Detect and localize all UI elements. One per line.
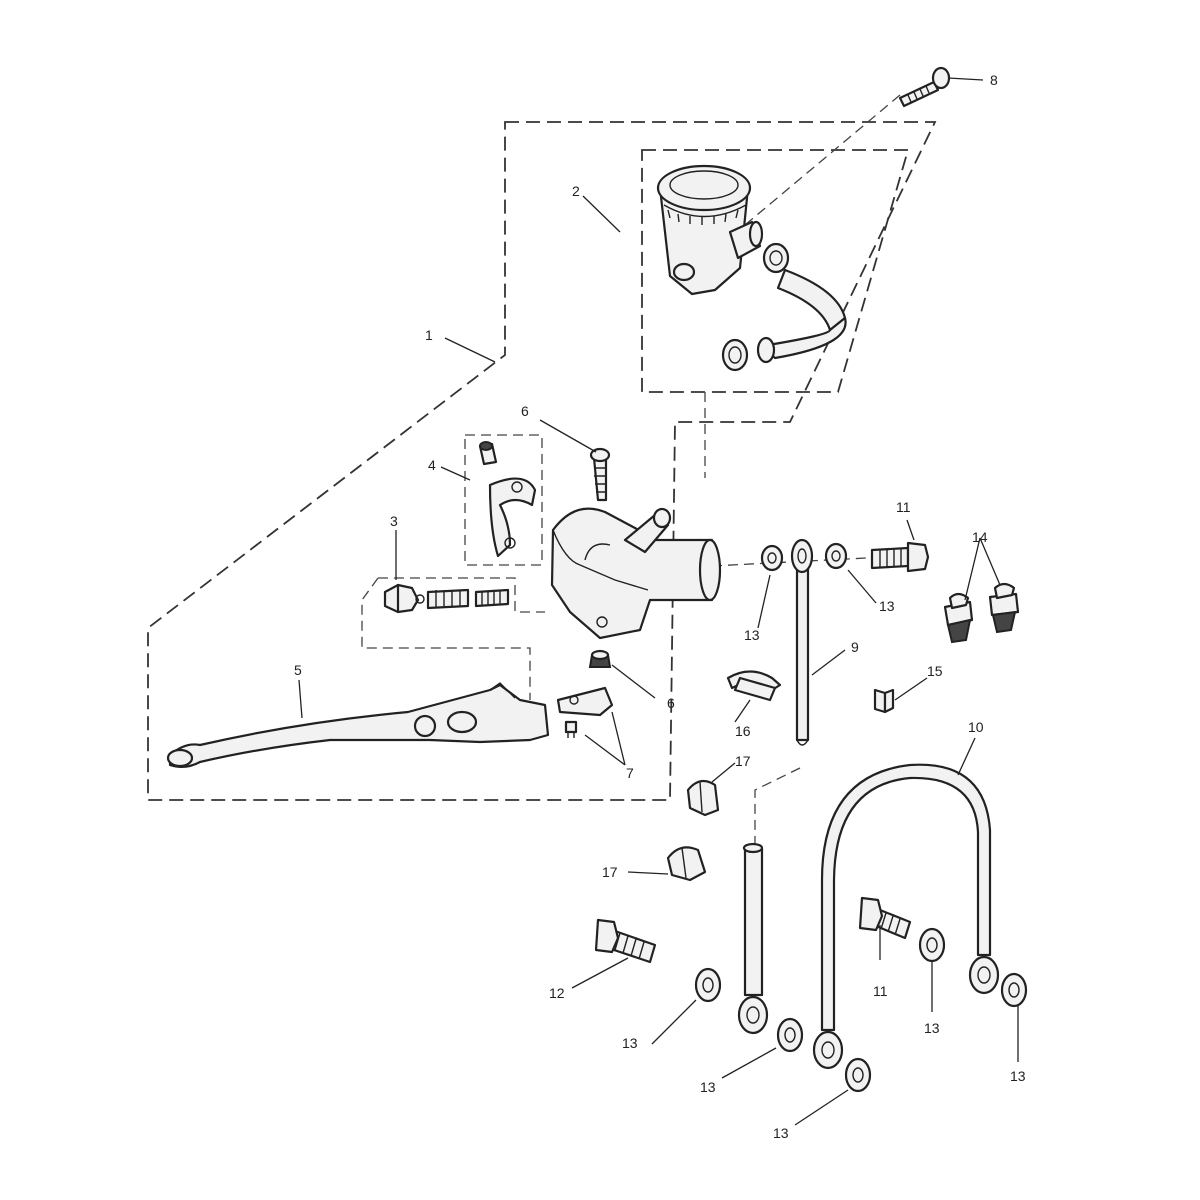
- callout-13-upper-right: 13: [879, 598, 895, 614]
- callout-17-lower: 17: [602, 864, 618, 880]
- lever-5: [166, 682, 550, 769]
- callout-1: 1: [425, 327, 433, 343]
- callout-11-upper: 11: [896, 499, 911, 515]
- clip-17-upper: [686, 779, 720, 817]
- hose-9: [790, 538, 814, 746]
- callout-15: 15: [927, 663, 943, 679]
- callout-12: 12: [549, 985, 565, 1001]
- washers-upper: [760, 542, 848, 572]
- bleed-nipples-14: [943, 582, 1020, 644]
- reservoir-kit-outline: [641, 149, 910, 393]
- hose-continuation-line: [754, 767, 801, 850]
- callout-3: 3: [390, 513, 398, 529]
- clamp-16: [726, 670, 782, 702]
- clamp-4: [478, 441, 537, 558]
- banjo-bolt-11-lower: [858, 896, 912, 940]
- banjo-bolt-12: [594, 918, 657, 964]
- callout-13-lower-3: 13: [773, 1125, 789, 1141]
- callout-14: 14: [972, 529, 988, 545]
- callout-13-lower-5: 13: [1010, 1068, 1026, 1084]
- reservoir-2: [656, 164, 764, 296]
- callout-7: 7: [626, 765, 634, 781]
- callout-4: 4: [428, 457, 436, 473]
- callout-labels: 1 2 3 4 5 6 6 7 8 9 10 11 11 12 13 13 13…: [294, 72, 1026, 1141]
- callout-11-lower: 11: [873, 983, 888, 999]
- master-cylinder-assembly-outline: [147, 121, 937, 801]
- clamp-kit-outline: [464, 434, 543, 566]
- nut-6-bottom: [588, 649, 612, 668]
- clip-17-lower: [666, 846, 707, 882]
- callout-5: 5: [294, 662, 302, 678]
- callout-6-bottom: 6: [667, 695, 675, 711]
- callout-2: 2: [572, 183, 580, 199]
- leader-lines: [298, 77, 1019, 1126]
- banjo-bolt-11-upper: [870, 541, 930, 573]
- callout-8: 8: [990, 72, 998, 88]
- callout-17-upper: 17: [735, 753, 751, 769]
- washers-lower: [694, 927, 1028, 1093]
- callout-13-lower-4: 13: [924, 1020, 940, 1036]
- bolt-6-top: [589, 447, 611, 502]
- reservoir-hose: [721, 242, 847, 372]
- clip-15: [873, 688, 895, 714]
- master-cylinder-body: [550, 507, 722, 640]
- callout-16: 16: [735, 723, 751, 739]
- switch-7: [556, 686, 614, 738]
- piston-kit-3: [383, 583, 510, 614]
- callout-9: 9: [851, 639, 859, 655]
- callout-13-lower-2: 13: [700, 1079, 716, 1095]
- callout-13-upper-left: 13: [744, 627, 760, 643]
- hose-10: [812, 763, 1000, 1070]
- callout-10: 10: [968, 719, 984, 735]
- piston-kit-outline: [361, 577, 545, 700]
- hose-lower-straight: [737, 842, 769, 1035]
- bolt-8: [898, 66, 951, 108]
- callout-6-top: 6: [521, 403, 529, 419]
- bolt-8-centerline: [744, 94, 901, 226]
- callout-13-lower-1: 13: [622, 1035, 638, 1051]
